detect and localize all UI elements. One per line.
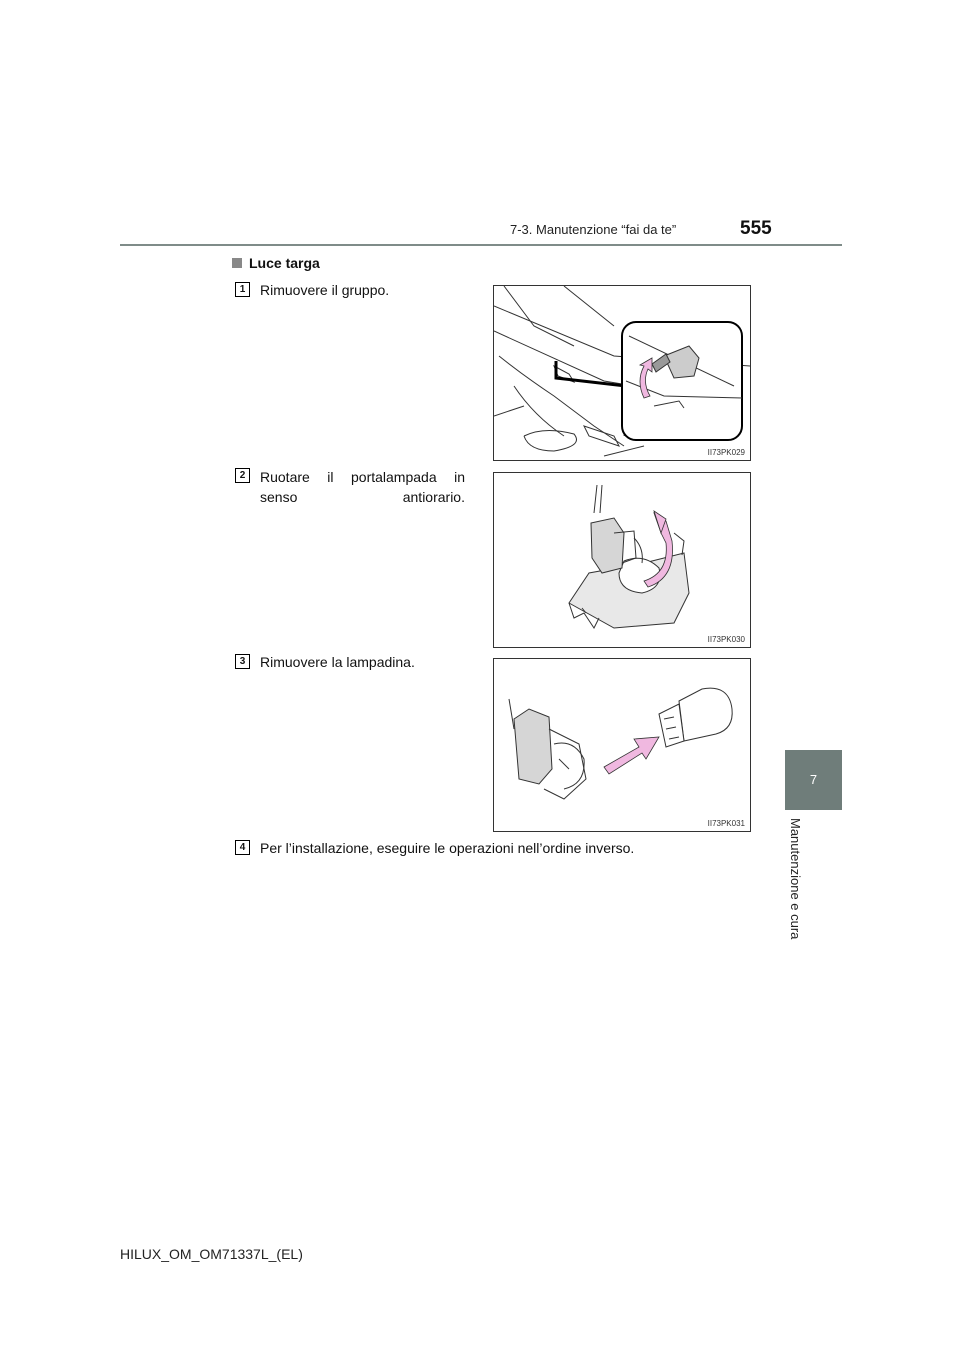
step-number-badge: 4 — [235, 840, 250, 855]
step-text: Rimuovere il gruppo. — [260, 282, 390, 298]
figure-remove-assembly: II73PK029 — [493, 285, 751, 461]
illustration-rotate-socket — [568, 484, 690, 629]
figure-code: II73PK029 — [707, 448, 745, 457]
step-number-badge: 1 — [235, 282, 250, 297]
step-number-badge: 2 — [235, 468, 250, 483]
figure-remove-bulb: II73PK031 — [493, 658, 751, 832]
section-header: 7-3. Manutenzione “fai da te” — [510, 222, 677, 237]
chapter-label: Manutenzione e cura — [788, 818, 803, 940]
section-title: Luce targa — [232, 255, 320, 271]
document-code: HILUX_OM_OM71337L_(EL) — [120, 1246, 303, 1262]
page-number: 555 — [740, 218, 772, 239]
chapter-tab: 7 — [785, 750, 842, 810]
figure-code: II73PK030 — [707, 635, 745, 644]
step-number-badge: 3 — [235, 654, 250, 669]
figure-code: II73PK031 — [707, 819, 745, 828]
step-text: Rimuovere la lampadina. — [260, 654, 415, 670]
figure-rotate-socket: II73PK030 — [493, 472, 751, 648]
illustration-remove-assembly — [494, 286, 750, 457]
step-text: Per l’installazione, eseguire le operazi… — [260, 840, 635, 856]
header-divider — [120, 244, 842, 246]
section-title-text: Luce targa — [249, 255, 320, 271]
square-bullet-icon — [232, 258, 242, 268]
illustration-remove-bulb — [508, 687, 733, 800]
step-text: Ruotare il portalampada in senso antiora… — [260, 469, 465, 505]
